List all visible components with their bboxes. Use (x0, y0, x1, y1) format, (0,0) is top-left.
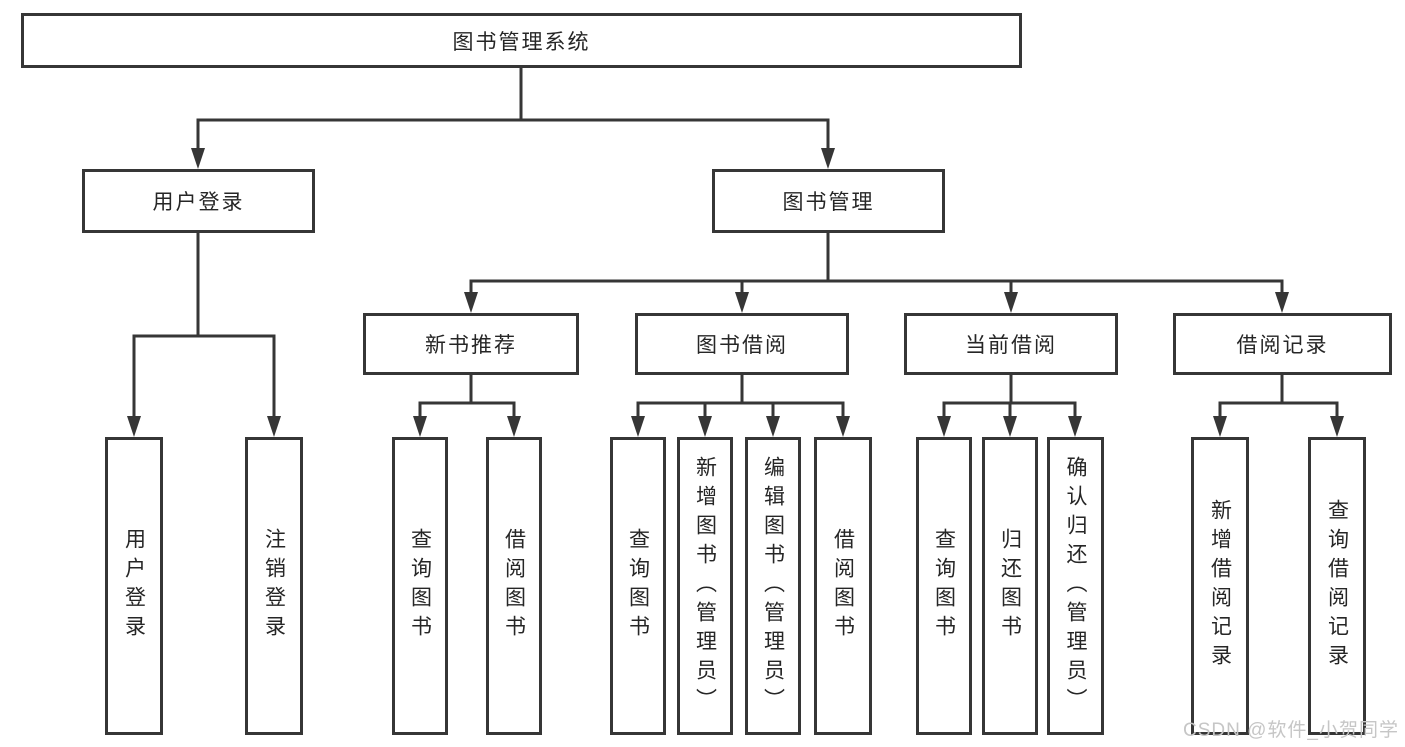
arrow-icon (1068, 416, 1082, 437)
node-new-book-recommend: 新书推荐 (363, 313, 579, 375)
leaf-return-book: 归还图书 (982, 437, 1038, 735)
leaf-borrow-books: 借阅图书 (814, 437, 872, 735)
leaf-borrow-books-recommend: 借阅图书 (486, 437, 542, 735)
leaf-query-books-borrow: 查询图书 (610, 437, 666, 735)
leaf-user-login: 用户登录 (105, 437, 163, 735)
csdn-watermark: CSDN @软件_小贺同学 (1183, 720, 1399, 741)
leaf-add-borrow-record: 新增借阅记录 (1191, 437, 1249, 735)
leaf-add-book-admin: 新增图书（管理员） (677, 437, 733, 735)
leaf-query-books-recommend: 查询图书 (392, 437, 448, 735)
arrow-icon (821, 148, 835, 169)
arrow-icon (735, 292, 749, 313)
arrow-icon (1004, 292, 1018, 313)
arrow-icon (191, 148, 205, 169)
leaf-query-books-current: 查询图书 (916, 437, 972, 735)
arrow-icon (1213, 416, 1227, 437)
leaf-edit-book-admin: 编辑图书（管理员） (745, 437, 801, 735)
arrow-icon (937, 416, 951, 437)
leaf-confirm-return-admin: 确认归还（管理员） (1047, 437, 1104, 735)
leaf-logout: 注销登录 (245, 437, 303, 735)
arrow-icon (698, 416, 712, 437)
arrow-icon (766, 416, 780, 437)
arrow-icon (836, 416, 850, 437)
arrow-icon (127, 416, 141, 437)
arrow-icon (267, 416, 281, 437)
node-borrow-records: 借阅记录 (1173, 313, 1392, 375)
node-user-login: 用户登录 (82, 169, 315, 233)
arrow-icon (1003, 416, 1017, 437)
arrow-icon (1330, 416, 1344, 437)
node-root: 图书管理系统 (21, 13, 1022, 68)
arrow-icon (464, 292, 478, 313)
node-book-management: 图书管理 (712, 169, 945, 233)
arrow-icon (413, 416, 427, 437)
node-book-borrow: 图书借阅 (635, 313, 849, 375)
leaf-query-borrow-record: 查询借阅记录 (1308, 437, 1366, 735)
node-current-borrow: 当前借阅 (904, 313, 1118, 375)
arrow-icon (1275, 292, 1289, 313)
arrow-icon (507, 416, 521, 437)
arrow-icon (631, 416, 645, 437)
